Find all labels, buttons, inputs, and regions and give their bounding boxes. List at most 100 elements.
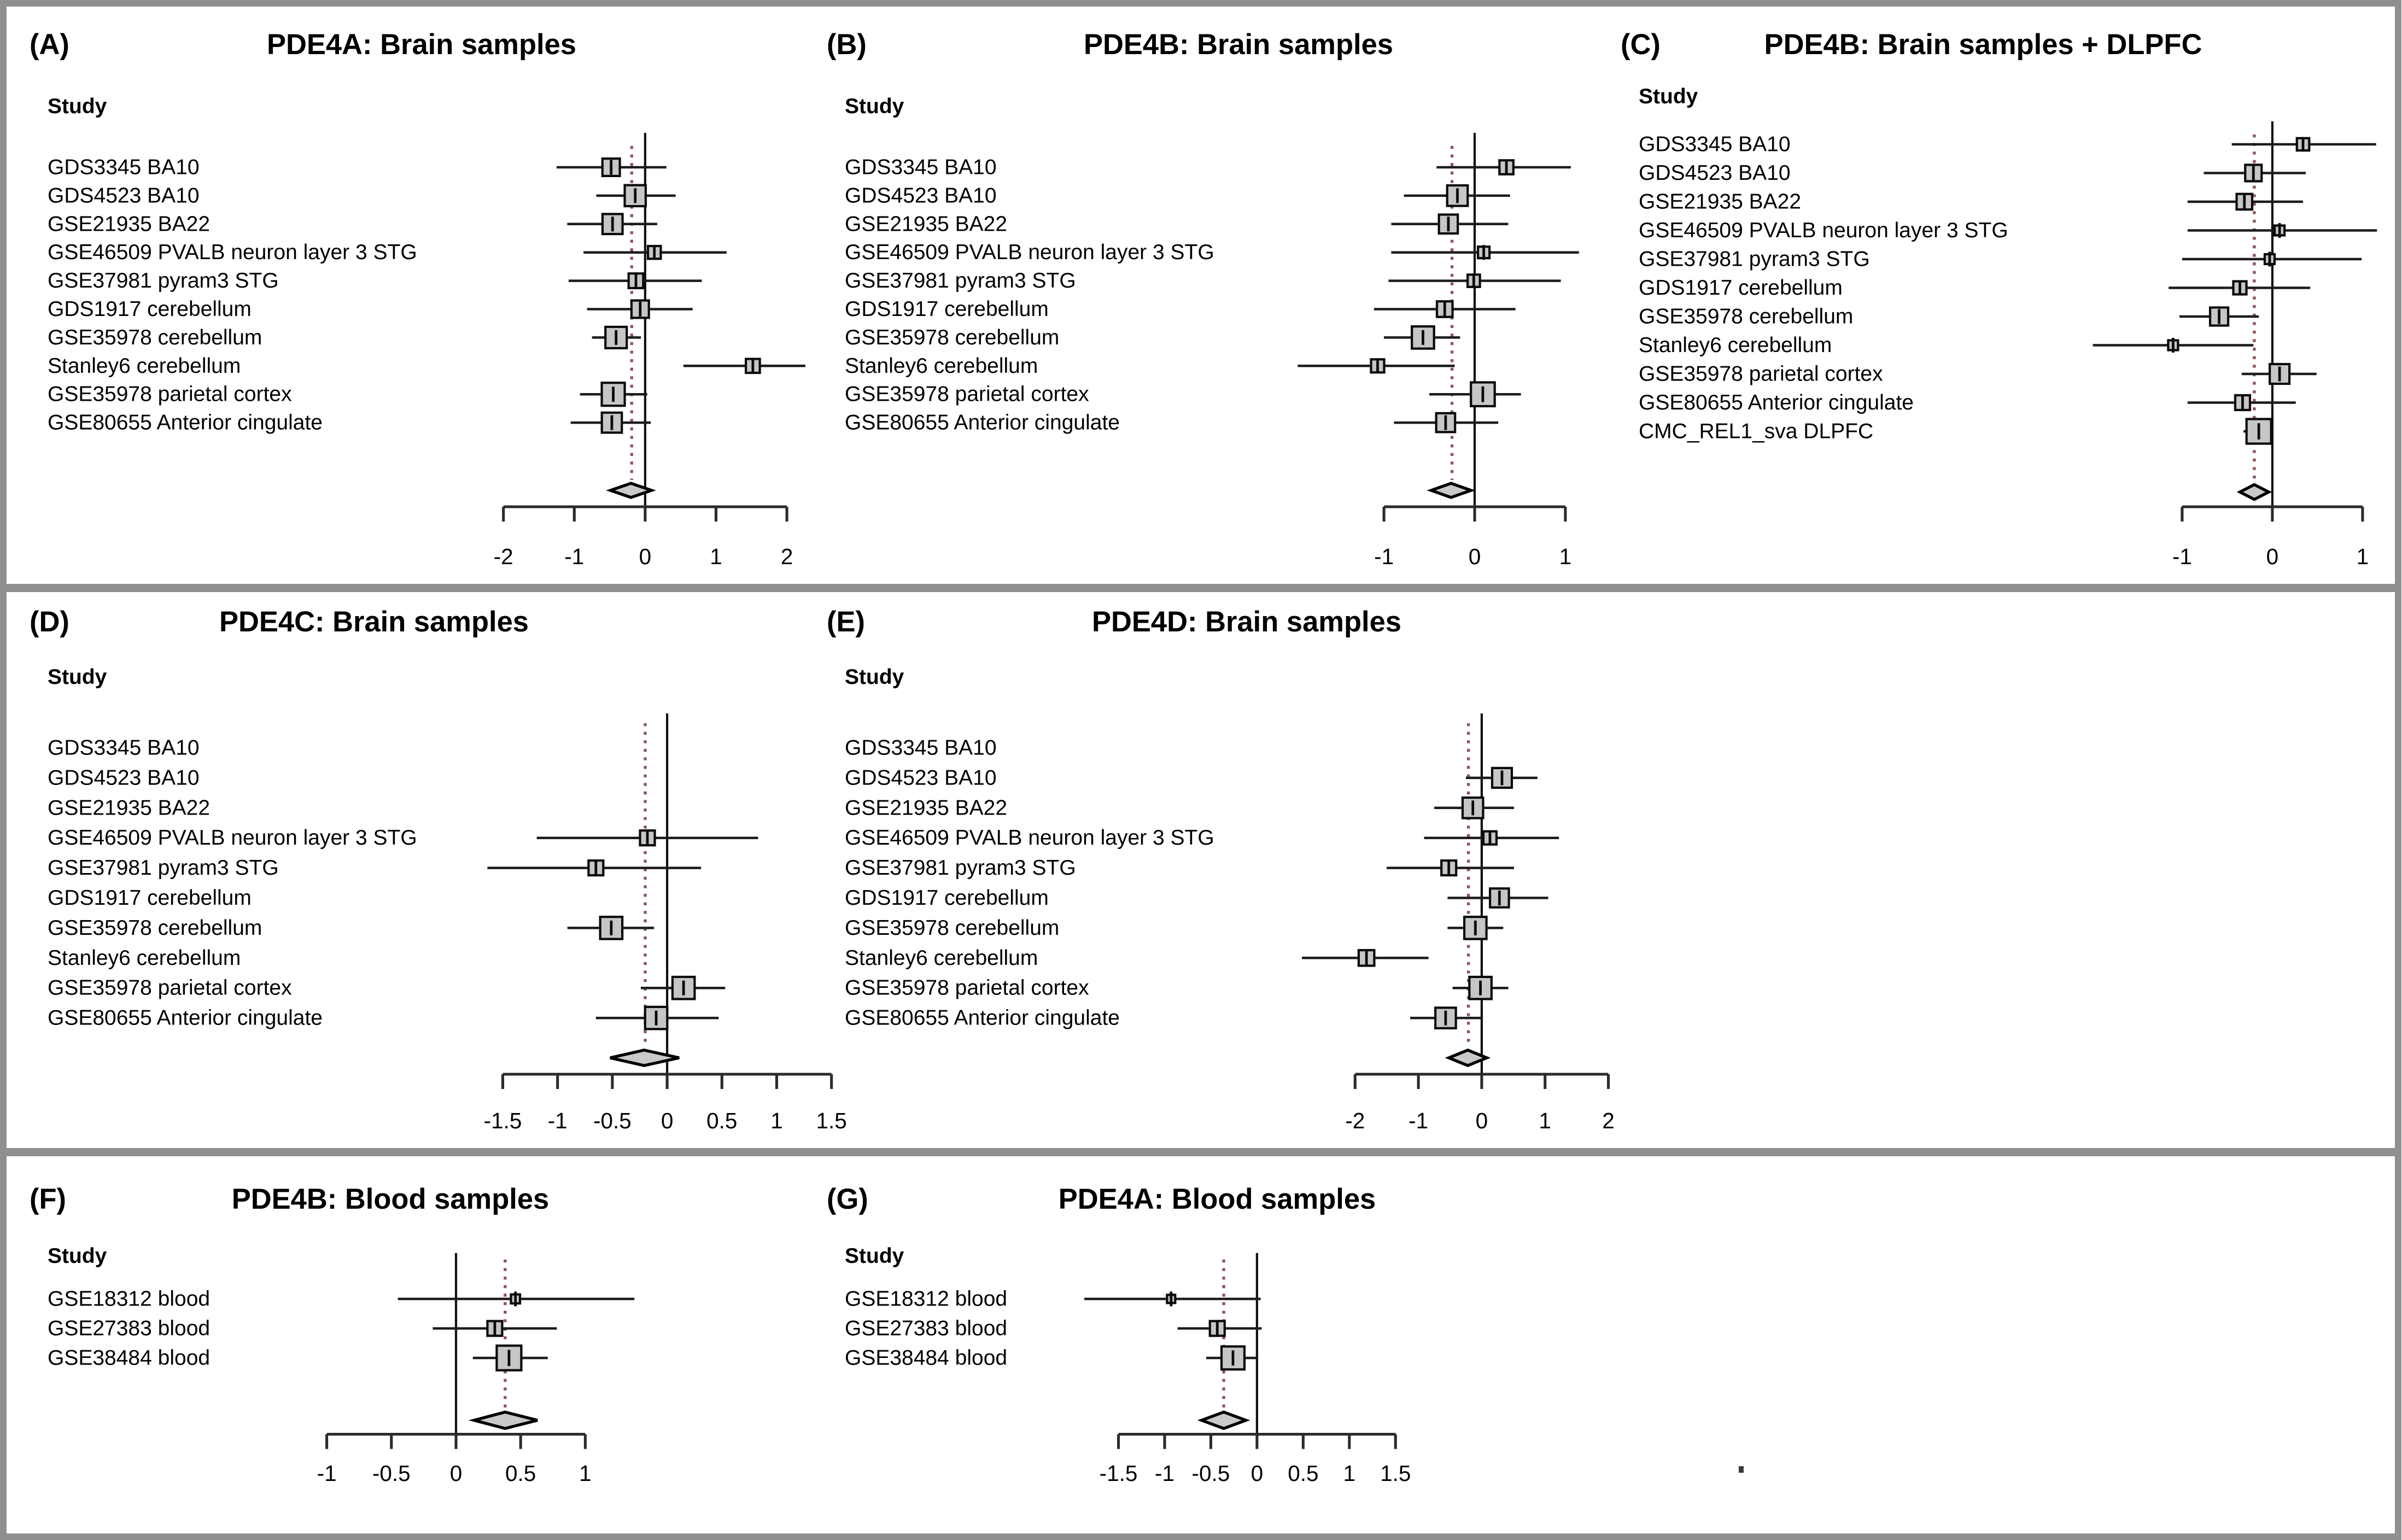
study-row: GDS1917 cerebellum <box>48 297 693 321</box>
panel-title-D: PDE4C: Brain samples <box>219 605 529 638</box>
stray-mark <box>1739 1466 1744 1473</box>
study-row: GSE35978 cerebellum <box>48 916 654 940</box>
x-axis-tick-label: -1 <box>1374 544 1394 569</box>
study-label: GSE80655 Anterior cingulate <box>48 411 323 435</box>
panel-title-A: PDE4A: Brain samples <box>266 28 577 61</box>
study-label: GSE80655 Anterior cingulate <box>1639 391 1914 414</box>
summary-diamond <box>2236 483 2272 501</box>
summary-diamond <box>610 1049 680 1067</box>
study-label: GSE37981 pyram3 STG <box>1639 248 1870 271</box>
x-axis-tick-label: 1.5 <box>1380 1461 1411 1486</box>
study-label: GSE35978 cerebellum <box>845 326 1059 349</box>
study-column-header-B: Study <box>845 93 904 118</box>
study-label: GDS3345 BA10 <box>845 736 997 760</box>
study-label: GSE27383 blood <box>845 1317 1007 1340</box>
x-axis-tick-label: 0.5 <box>505 1461 536 1486</box>
study-row: GSE46509 PVALB neuron layer 3 STG <box>48 826 758 850</box>
x-axis-tick-label: 1 <box>1539 1108 1551 1133</box>
study-label: GSE38484 blood <box>845 1346 1007 1370</box>
study-row: GSE38484 blood <box>845 1345 1257 1371</box>
study-row: GSE21935 BA22 <box>1639 190 2303 214</box>
study-label: GDS1917 cerebellum <box>845 297 1049 321</box>
study-row: GSE46509 PVALB neuron layer 3 STG <box>845 241 1579 264</box>
study-label: GDS4523 BA10 <box>845 766 997 789</box>
study-row: GSE35978 parietal cortex <box>48 975 726 1000</box>
study-column-header-A: Study <box>48 93 107 118</box>
panel-letter-C: (C) <box>1621 28 1661 61</box>
study-row: GSE37981 pyram3 STG <box>845 269 1561 292</box>
x-axis-tick-label: -1.5 <box>484 1108 522 1133</box>
study-row: GSE37981 pyram3 STG <box>48 856 702 880</box>
study-row: GDS4523 BA10 <box>845 766 1538 789</box>
study-label: GSE37981 pyram3 STG <box>48 269 279 292</box>
study-label: GSE35978 parietal cortex <box>48 383 292 406</box>
study-label: GSE46509 PVALB neuron layer 3 STG <box>845 826 1214 850</box>
study-label: GDS1917 cerebellum <box>1639 276 1843 300</box>
x-axis-tick-label: 0 <box>661 1108 674 1133</box>
study-label: GSE35978 parietal cortex <box>1639 362 1883 386</box>
study-row: GSE21935 BA22 <box>48 212 657 236</box>
study-label: GSE80655 Anterior cingulate <box>845 1006 1120 1030</box>
study-label: GDS3345 BA10 <box>48 156 200 179</box>
study-row: GSE27383 blood <box>48 1317 557 1340</box>
summary-diamond <box>1197 1410 1250 1430</box>
study-label: GDS4523 BA10 <box>48 184 200 207</box>
study-row: GSE46509 PVALB neuron layer 3 STG <box>48 241 727 264</box>
study-row: GDS3345 BA10 <box>48 156 667 179</box>
study-label: GSE80655 Anterior cingulate <box>845 411 1120 435</box>
study-row: Stanley6 cerebellum <box>48 354 805 378</box>
study-row: GSE80655 Anterior cingulate <box>845 411 1499 435</box>
study-row: GSE35978 parietal cortex <box>845 381 1521 408</box>
panel-title-B: PDE4B: Brain samples <box>1083 28 1394 61</box>
study-row: GDS1917 cerebellum <box>845 886 1548 910</box>
study-label: GSE21935 BA22 <box>845 796 1007 819</box>
study-label: GSE46509 PVALB neuron layer 3 STG <box>48 241 417 264</box>
study-row: GDS3345 BA10 <box>845 736 997 760</box>
row-divider-1 <box>7 584 2395 592</box>
panel-letter-F: (F) <box>30 1182 67 1215</box>
x-axis-tick-label: -1 <box>317 1461 337 1486</box>
study-row: GDS4523 BA10 <box>1639 161 2306 185</box>
study-column-header-G: Study <box>845 1243 904 1268</box>
x-axis-tick-label: 1 <box>579 1461 592 1486</box>
x-axis-tick-label: -0.5 <box>372 1461 411 1486</box>
x-axis-tick-label: 1 <box>1343 1461 1356 1486</box>
study-row: GSE21935 BA22 <box>845 212 1509 236</box>
x-axis-tick-label: 0.5 <box>1288 1461 1318 1486</box>
study-label: GSE35978 cerebellum <box>48 326 262 349</box>
x-axis-tick-label: -0.5 <box>593 1108 632 1133</box>
study-label: GDS4523 BA10 <box>48 766 200 789</box>
study-column-header-D: Study <box>48 664 107 689</box>
study-label: GSE46509 PVALB neuron layer 3 STG <box>1639 219 2008 242</box>
study-row: GDS3345 BA10 <box>48 736 200 760</box>
row-divider-2 <box>7 1148 2395 1156</box>
study-label: GSE46509 PVALB neuron layer 3 STG <box>48 826 417 850</box>
study-row: GDS4523 BA10 <box>845 184 1510 207</box>
x-axis-tick-label: 0 <box>450 1461 463 1486</box>
x-axis-tick-label: -1 <box>548 1108 568 1133</box>
study-label: GSE35978 parietal cortex <box>48 976 292 1000</box>
x-axis-tick-label: 0 <box>2266 544 2279 569</box>
study-label: GSE18312 blood <box>48 1287 210 1311</box>
panel-letter-E: (E) <box>827 605 865 638</box>
study-column-header-F: Study <box>48 1243 107 1268</box>
study-label: GDS4523 BA10 <box>845 184 997 207</box>
panel-letter-B: (B) <box>827 28 867 61</box>
study-row: GDS1917 cerebellum <box>48 886 252 910</box>
study-row: GSE46509 PVALB neuron layer 3 STG <box>845 826 1559 850</box>
study-row: GDS1917 cerebellum <box>1639 276 2311 300</box>
study-label: GSE35978 cerebellum <box>1639 305 1853 329</box>
study-label: Stanley6 cerebellum <box>1639 333 1832 357</box>
study-row: Stanley6 cerebellum <box>1639 333 2254 357</box>
study-row: Stanley6 cerebellum <box>845 354 1455 378</box>
x-axis-tick-label: 2 <box>781 544 793 569</box>
